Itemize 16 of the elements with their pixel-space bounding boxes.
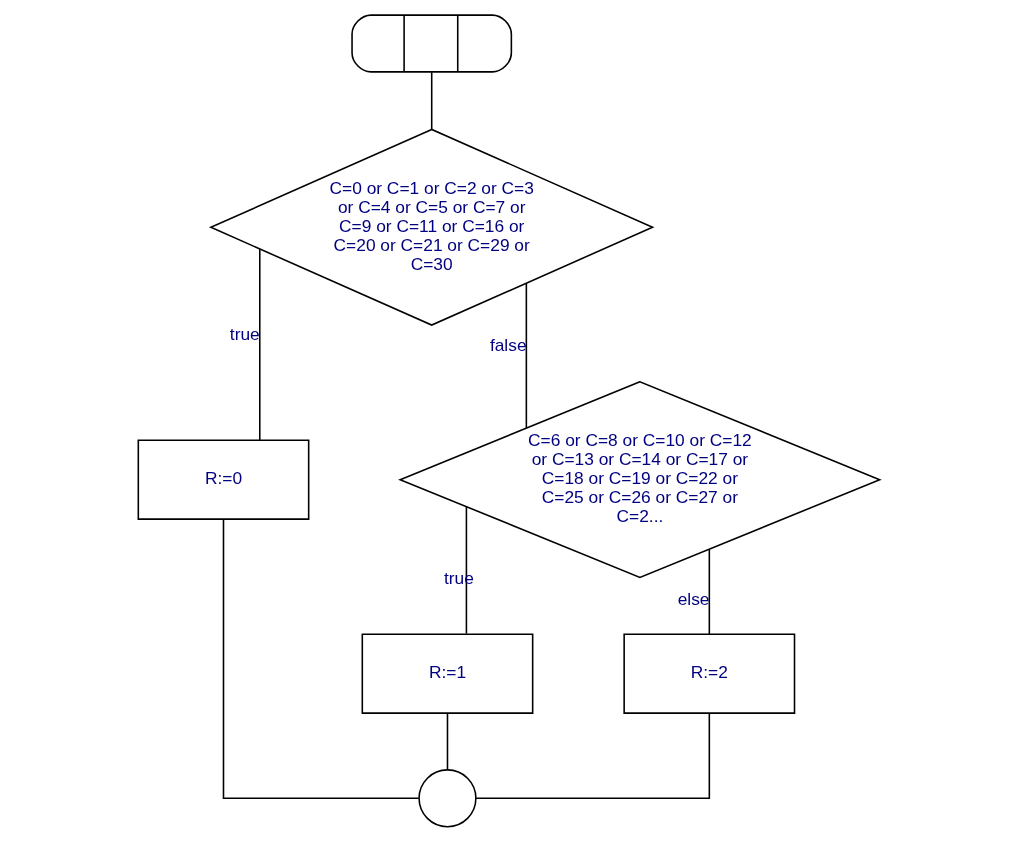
connector bbox=[475, 713, 711, 800]
connector bbox=[222, 518, 420, 800]
edge-label: false bbox=[489, 334, 527, 355]
node-box: R:=2 bbox=[623, 633, 796, 714]
node-box: R:=0 bbox=[137, 439, 310, 520]
connector bbox=[465, 506, 468, 635]
connector bbox=[446, 713, 449, 771]
connector bbox=[525, 282, 528, 429]
node-diamond: C=0 or C=1 or C=2 or C=3 or C=4 or C=5 or C=7 or C=9 or C=11 or C=16 or C=20 or C=21 or C=29 or C=30 bbox=[208, 128, 655, 326]
connector bbox=[708, 548, 711, 635]
node-box: R:=1 bbox=[361, 633, 534, 714]
node-circle bbox=[418, 769, 477, 828]
connector bbox=[258, 248, 261, 441]
edge-label: true bbox=[229, 323, 260, 344]
connector bbox=[430, 71, 433, 131]
edge-label: else bbox=[677, 589, 710, 610]
